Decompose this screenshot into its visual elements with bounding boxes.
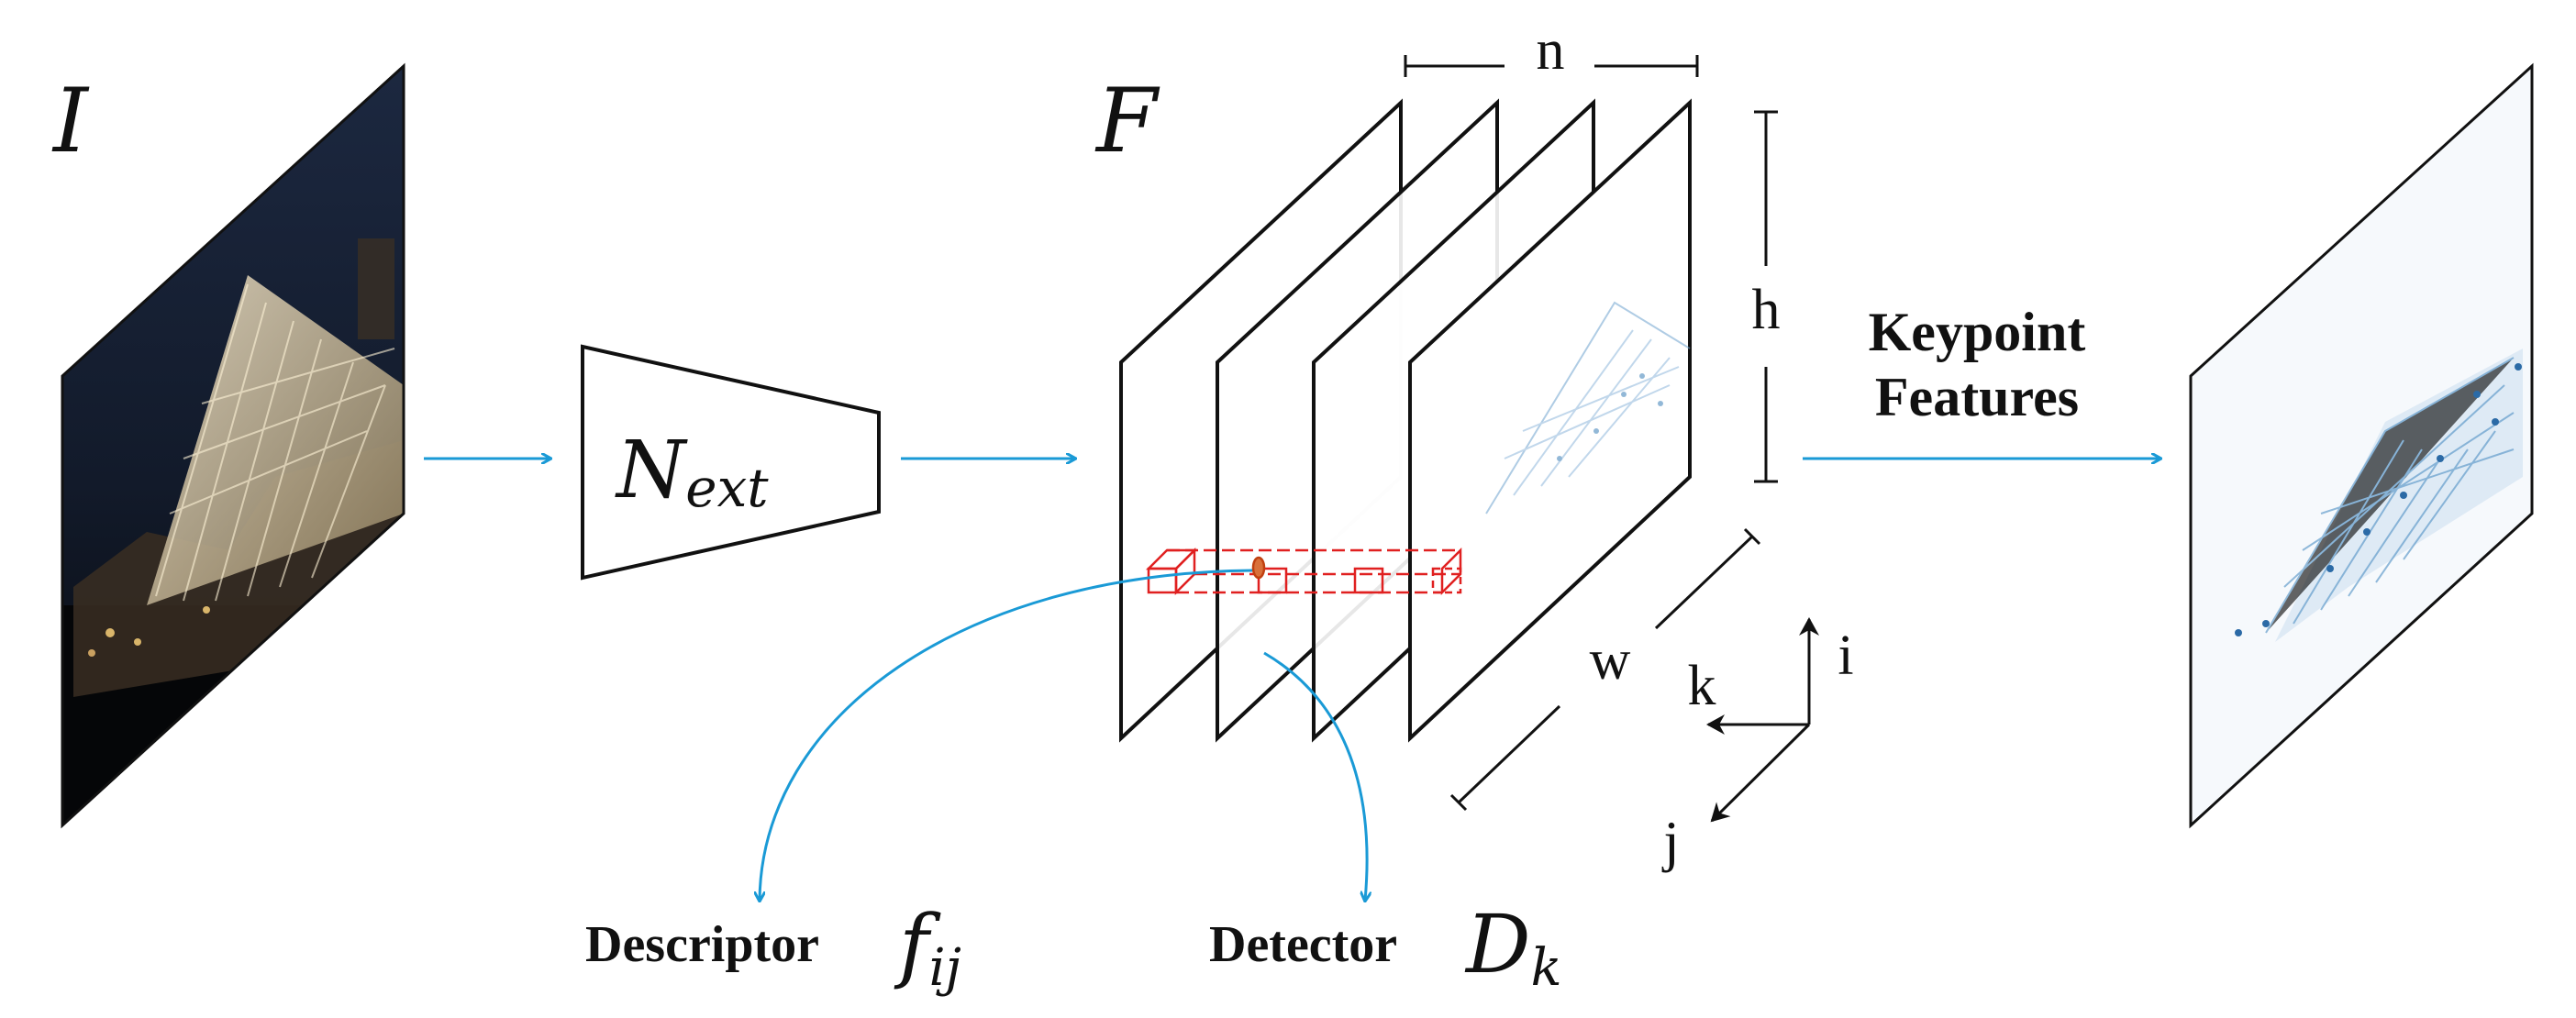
axes-triad xyxy=(1706,617,1819,823)
descriptor-symbol: fij xyxy=(894,897,961,998)
input-image-symbol: I xyxy=(51,70,90,172)
arrow-to-detector xyxy=(1263,651,1367,901)
keypoint-features-line1: Keypoint xyxy=(1869,302,2086,362)
axis-j-arrow xyxy=(1710,723,1811,823)
input-photo xyxy=(61,62,405,829)
descriptor-label: Descriptor xyxy=(585,916,819,973)
detector-label: Detector xyxy=(1209,916,1397,973)
network-symbol: Next xyxy=(615,425,769,519)
feature-map-slice-4 xyxy=(1408,98,1692,743)
arrow-to-descriptor xyxy=(760,569,1253,901)
dimension-n-label: n xyxy=(1537,19,1565,82)
dimension-w-label: w xyxy=(1590,629,1631,692)
keypoint-score-map xyxy=(2189,62,2534,829)
axis-j-label: j xyxy=(1661,811,1679,873)
pixel-column-highlight xyxy=(1145,547,1462,596)
feature-map-symbol: F xyxy=(1094,70,1160,172)
dimension-n xyxy=(1404,55,1699,77)
detector-symbol: Dk xyxy=(1464,897,1562,998)
keypoint-features-line2: Features xyxy=(1875,367,2079,427)
network-block: Next xyxy=(581,344,881,581)
axis-k-label: k xyxy=(1688,655,1716,717)
axis-i-label: i xyxy=(1838,625,1853,687)
dimension-h-label: h xyxy=(1752,279,1781,341)
dimension-w xyxy=(1449,527,1761,812)
dimension-h xyxy=(1754,110,1778,483)
